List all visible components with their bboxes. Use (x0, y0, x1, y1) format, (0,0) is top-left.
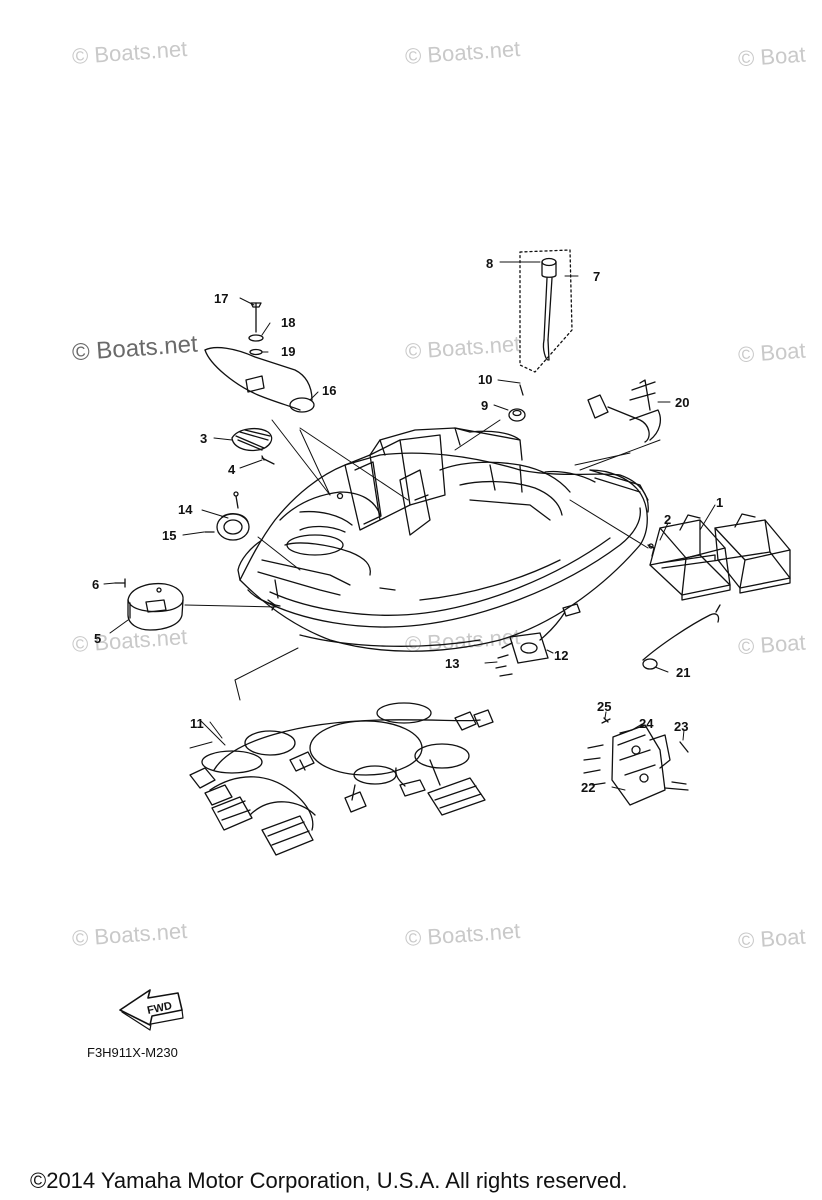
callout-4: 4 (228, 462, 236, 477)
callout-22: 22 (581, 780, 595, 795)
part-19-washer (249, 348, 263, 356)
callout-19: 19 (281, 344, 295, 359)
part-13-screws (495, 642, 513, 677)
callout-21: 21 (676, 665, 690, 680)
part-11-harness (189, 702, 494, 856)
leader-lines (184, 419, 661, 749)
copyright-notice: ©2014 Yamaha Motor Corporation, U.S.A. A… (30, 1168, 628, 1193)
callout-7: 7 (593, 269, 600, 284)
part-2-bracket (647, 543, 655, 557)
callout-11: 11 (190, 716, 204, 731)
part-1-battery-box (649, 513, 791, 601)
part-23-bolt (679, 741, 689, 753)
callout-3: 3 (200, 431, 207, 446)
part-16-cable (204, 346, 315, 413)
callout-5: 5 (94, 631, 101, 646)
callout-23: 23 (674, 719, 688, 734)
part-3-cover (231, 427, 273, 452)
callout-6: 6 (92, 577, 99, 592)
callout-15: 15 (162, 528, 176, 543)
part-21-cable (642, 604, 721, 670)
part-9-grommet (508, 408, 526, 422)
callout-16: 16 (322, 383, 336, 398)
fwd-label: FWD (146, 1000, 173, 1017)
part-17-bolt (250, 302, 262, 333)
callout-8: 8 (486, 256, 493, 271)
callout-24: 24 (639, 716, 654, 731)
callout-1: 1 (716, 495, 723, 510)
callout-18: 18 (281, 315, 295, 330)
part-6-screw (114, 578, 126, 588)
part-4-screw (261, 455, 275, 465)
part-20-fitting (587, 379, 661, 443)
callout-9: 9 (481, 398, 488, 413)
callout-2: 2 (664, 512, 671, 527)
boat-hull (237, 427, 649, 652)
callout-12: 12 (554, 648, 568, 663)
callout-labels: 1 2 3 4 5 6 7 8 9 10 11 12 13 14 15 16 1… (92, 256, 723, 795)
part-22-control-box (583, 724, 689, 806)
part-7-tube-assy (519, 249, 573, 396)
callout-20: 20 (675, 395, 689, 410)
callout-25: 25 (597, 699, 611, 714)
part-5-horn (127, 582, 184, 631)
diagram-code: F3H911X-M230 (87, 1045, 178, 1060)
callout-10: 10 (478, 372, 492, 387)
fwd-arrow-icon (119, 989, 184, 1031)
callout-14: 14 (178, 502, 193, 517)
callout-17: 17 (214, 291, 228, 306)
callout-13: 13 (445, 656, 459, 671)
part-12-plate (509, 603, 581, 664)
part-14-gauge (204, 491, 250, 541)
part-18-washer (248, 334, 264, 342)
part-25-screw (601, 717, 611, 724)
part-24-bolt (619, 729, 633, 734)
